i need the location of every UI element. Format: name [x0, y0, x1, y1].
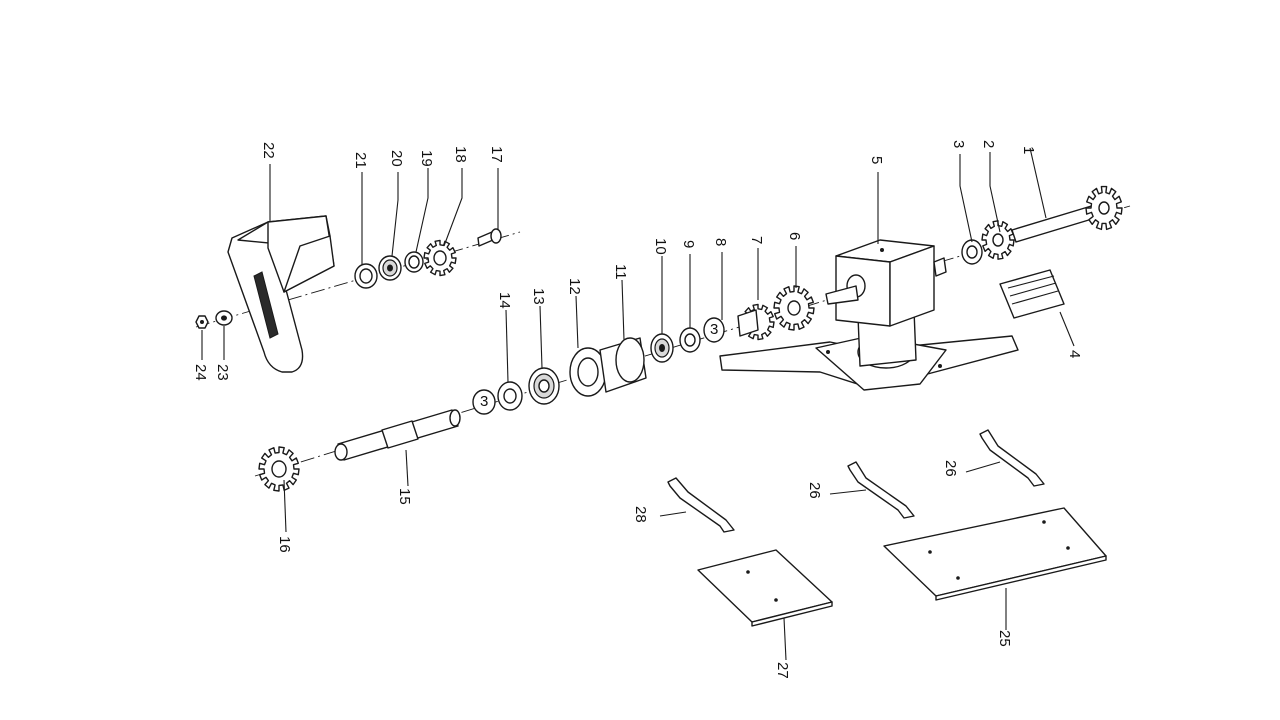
part-7-sprocket-hub — [737, 303, 775, 341]
callout-24: 24 — [192, 364, 209, 381]
callout-9: 9 — [680, 240, 697, 248]
callout-22: 22 — [260, 142, 277, 159]
part-28-bracket — [667, 477, 735, 533]
part-19-ring — [404, 251, 424, 273]
callout-16: 16 — [276, 536, 293, 553]
part-16-sprocket — [258, 446, 300, 492]
part-5-gearbox — [719, 239, 1019, 391]
part-14-seal: 3 — [472, 389, 496, 415]
part-25-plate — [883, 507, 1107, 601]
callout-20: 20 — [388, 150, 405, 167]
callout-15: 15 — [396, 488, 413, 505]
part-22-guard-bracket — [227, 215, 335, 373]
callout-26a: 26 — [806, 482, 823, 499]
part-13-bearing — [528, 367, 560, 405]
leader-lines — [201, 147, 1075, 661]
callout-3: 3 — [950, 140, 967, 148]
callout-12: 12 — [566, 278, 583, 295]
callout-17: 17 — [488, 146, 505, 163]
callout-28: 28 — [632, 506, 649, 523]
part-4-chain — [999, 269, 1065, 319]
part-23-washer — [215, 310, 233, 326]
part-12-flange-housing — [569, 347, 607, 397]
callout-1: 1 — [1020, 146, 1037, 154]
part-1-shaft — [1011, 185, 1123, 243]
part-26-bracket-a — [847, 461, 915, 519]
part-24-nut — [195, 315, 209, 329]
callout-21: 21 — [352, 152, 369, 169]
part-20-bearing — [378, 255, 402, 281]
callout-19: 19 — [418, 150, 435, 167]
part-17-bolt — [477, 228, 502, 247]
part-15-shaft — [334, 409, 461, 461]
callout-10: 10 — [652, 238, 669, 255]
callout-14: 14 — [496, 292, 513, 309]
callout-18: 18 — [452, 146, 469, 163]
svg-text:3: 3 — [480, 393, 488, 410]
callout-25: 25 — [996, 630, 1013, 647]
callout-11: 11 — [612, 264, 629, 280]
part-26-bracket-b — [979, 429, 1045, 487]
part-27-plate — [697, 549, 833, 627]
part-9-ring — [679, 327, 701, 353]
callout-6: 6 — [786, 232, 803, 240]
callout-labels: 1 2 3 4 5 6 7 8 9 10 11 12 13 14 15 16 1… — [192, 140, 1083, 679]
part-3-bushing — [961, 239, 983, 265]
svg-text:3: 3 — [710, 321, 718, 338]
callout-27: 27 — [774, 662, 791, 679]
callout-2: 2 — [980, 140, 997, 148]
part-21-bushing — [354, 263, 378, 289]
callout-4: 4 — [1066, 350, 1083, 358]
part-18-sprocket — [423, 239, 457, 277]
part-11-hub-housing — [599, 337, 647, 393]
part-8-seal: 3 — [703, 317, 725, 343]
callout-8: 8 — [712, 238, 729, 246]
callout-7: 7 — [748, 236, 765, 244]
callout-5: 5 — [868, 156, 885, 164]
part-10-bearing — [650, 333, 674, 363]
callout-13: 13 — [530, 288, 547, 305]
part-6-sprocket — [773, 285, 815, 331]
part-2-sprocket — [981, 220, 1015, 260]
callout-26b: 26 — [942, 460, 959, 477]
part-14-washer — [497, 381, 523, 411]
callout-23: 23 — [214, 364, 231, 381]
